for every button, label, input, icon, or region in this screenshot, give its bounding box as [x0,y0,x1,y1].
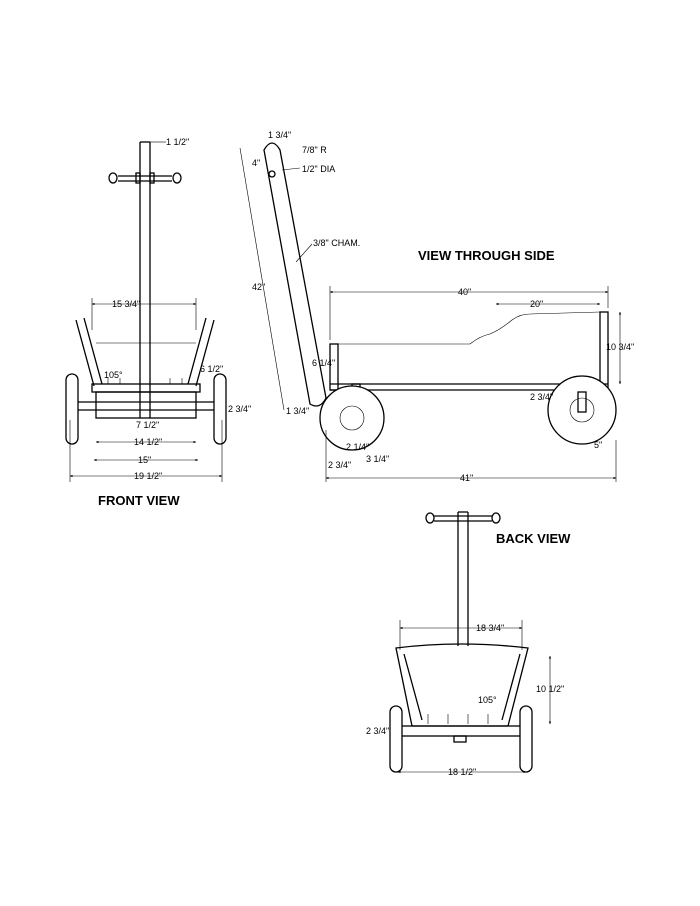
front-dim-19-1-2: 19 1/2" [134,471,162,481]
front-dim-2-3-4: 2 3/4" [228,404,251,414]
back-wheel-right [519,705,533,773]
front-dim-15: 15" [138,455,151,465]
side-dim-offset-3-1-4: 3 1/4" [366,454,389,464]
back-handle [425,511,501,646]
side-rear-wheel [547,375,617,445]
side-dim-40: 40" [458,287,471,297]
back-dim-10-1-2: 10 1/2" [536,684,564,694]
side-dim-20: 20" [530,299,543,309]
side-dim-42: 42" [252,282,265,292]
side-dim-axle-2-3-4: 2 3/4" [530,392,553,402]
front-handle [108,141,182,418]
side-dim-4: 4" [252,158,260,168]
front-wheel-left [65,373,79,445]
side-view-title: VIEW THROUGH SIDE [418,248,555,263]
front-view: 1 1/2" 15 3/4" 105° 6 1/2" 2 3/4" 7 1/2"… [65,137,251,508]
side-dim-6-1-4: 6 1/4" [312,358,335,368]
side-dim-hole-dia: 1/2" DIA [302,164,335,174]
front-dim-top-width: 1 1/2" [166,137,189,147]
front-angle: 105° [104,370,123,380]
front-wheel-right [213,373,227,445]
front-view-title: FRONT VIEW [98,493,180,508]
side-dim-chamfer: 3/8" CHAM. [313,238,360,248]
back-body [395,643,529,743]
side-dim-1-3-4-base: 1 3/4" [286,406,309,416]
front-dim-14-1-2: 14 1/2" [134,437,162,447]
front-dim-15-3-4: 15 3/4" [112,299,140,309]
front-bed [70,378,222,419]
side-front-wheel [319,385,385,451]
front-dim-6-1-2: 6 1/2" [200,364,223,374]
back-view-title: BACK VIEW [496,531,571,546]
side-view: 1 3/4" 7/8" R 1/2" DIA 4" 3/8" CHAM. 42"… [239,130,634,483]
back-view: 18 3/4" 105° 10 1/2" 2 3/4" 18 1/2" BACK… [366,511,571,777]
front-dim-7-1-2: 7 1/2" [136,420,159,430]
back-dim-18-1-2: 18 1/2" [448,767,476,777]
back-dim-18-3-4: 18 3/4" [476,623,504,633]
side-dim-1-3-4-top: 1 3/4" [268,130,291,140]
side-dim-radius: 7/8" R [302,145,327,155]
side-handle [239,142,327,411]
side-dim-2-1-4: 2 1/4" [346,442,369,452]
back-angle: 105° [478,695,497,705]
side-dim-10-3-4: 10 3/4" [606,342,634,352]
back-dim-2-3-4: 2 3/4" [366,726,389,736]
side-dim-5: 5" [594,440,602,450]
front-side-rails [75,317,215,387]
side-dim-41: 41" [460,473,473,483]
side-dim-offset-2-3-4: 2 3/4" [328,460,351,470]
back-wheel-left [389,705,403,773]
